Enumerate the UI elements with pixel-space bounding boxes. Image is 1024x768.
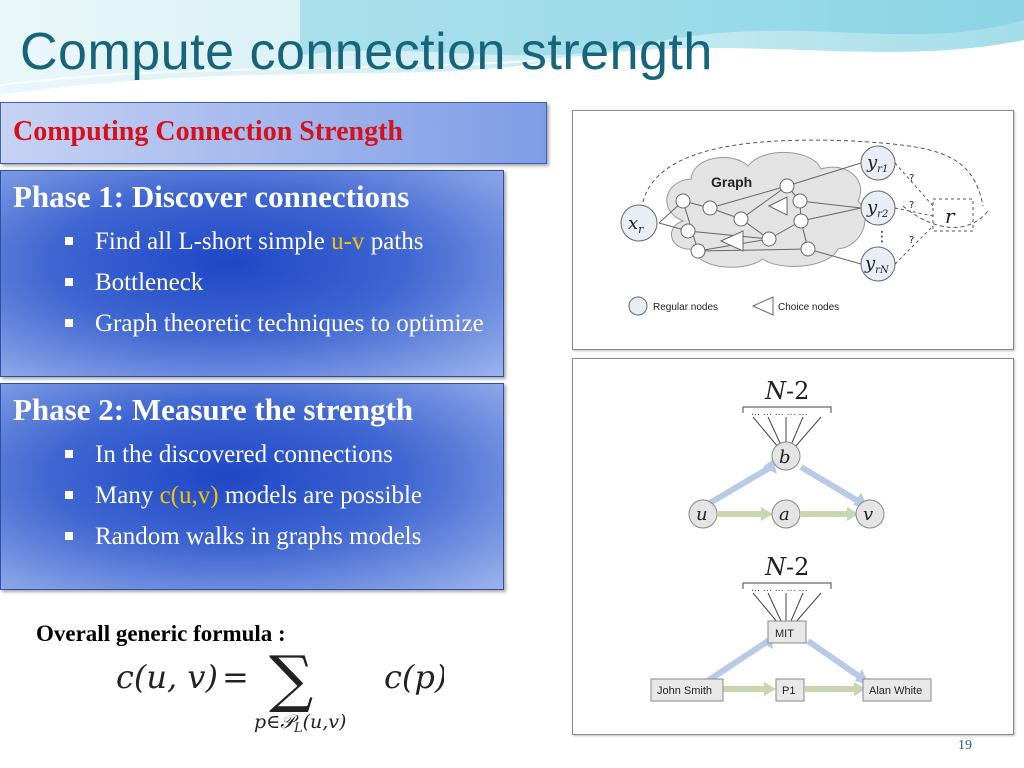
p1-node — [775, 678, 805, 702]
formula-image: c(u, v) = ∑ c(p) p∈𝒫L(u,v) — [104, 642, 447, 750]
list-item: In the discovered connections — [59, 438, 499, 472]
list-item: Random walks in graphs models — [59, 520, 499, 554]
formula-term: c(p) — [384, 658, 444, 696]
n-minus-2-label: N-2 — [764, 553, 809, 581]
graph-node — [702, 200, 718, 216]
bullet-highlight: c(u,v) — [159, 482, 219, 509]
choice-node-icon — [751, 296, 774, 316]
u-label: u — [696, 504, 708, 525]
p1-label: P1 — [782, 685, 795, 697]
legend-regular-label: Regular nodes — [653, 302, 718, 313]
header-wave-decoration — [0, 0, 1024, 96]
r-box — [932, 198, 974, 232]
bullet-text: Random walks in graphs models — [95, 523, 422, 550]
legend-choice-label: Choice nodes — [778, 302, 839, 313]
v-label: v — [863, 504, 873, 525]
phase2-bullets: In the discovered connections Many c(u,v… — [59, 438, 499, 561]
graph-node — [680, 223, 696, 239]
bullet-text: Find all L-short simple — [95, 228, 332, 255]
vertical-ellipsis: ⋮ — [875, 229, 889, 245]
bullet-square-icon — [65, 278, 73, 286]
bullet-text: Graph theoretic techniques to optimize — [95, 310, 484, 337]
phase1-bullets: Find all L-short simple u-v paths Bottle… — [59, 225, 499, 348]
john-smith-node — [650, 678, 724, 702]
xr-label: xr — [628, 213, 644, 236]
path-example-figure: N-2 … … … … … b u a v N-2 … … … … … — [572, 358, 1014, 735]
bullet-square-icon — [65, 237, 73, 245]
formula-equals: = — [222, 658, 249, 696]
phase1-panel: Phase 1: Discover connections Find all L… — [0, 170, 504, 377]
bullet-text-tail: paths — [364, 228, 424, 255]
xr-node — [620, 204, 658, 242]
bullet-text-tail: models are possible — [218, 482, 423, 509]
bullet-square-icon — [65, 450, 73, 458]
graph-node — [761, 231, 777, 247]
choice-node-icon — [767, 196, 788, 216]
ellipsis-dots: … … … … … — [751, 584, 807, 594]
a-label: a — [779, 504, 790, 525]
graph-node — [792, 193, 808, 209]
mit-node — [767, 620, 807, 644]
graph-node — [800, 241, 816, 257]
formula-label: Overall generic formula : — [36, 621, 286, 646]
question-mark: ? — [909, 200, 914, 211]
section-header-label: Computing Connection Strength — [13, 116, 403, 147]
b-label: b — [779, 447, 791, 468]
page-number: 19 — [958, 738, 972, 753]
u-node — [688, 499, 718, 529]
b-node — [771, 441, 801, 471]
section-header: Computing Connection Strength — [0, 102, 547, 164]
phase1-title: Phase 1: Discover connections — [13, 179, 410, 214]
list-item: Find all L-short simple u-v paths — [59, 225, 499, 259]
formula-expression: c(u, v) — [116, 658, 218, 696]
alan-white-label: Alan White — [869, 685, 922, 697]
phase2-title: Phase 2: Measure the strength — [13, 392, 414, 427]
n-minus-2-label: N-2 — [764, 377, 809, 405]
bullet-square-icon — [65, 319, 73, 327]
yr1-label: yr1 — [866, 152, 888, 175]
v-node — [855, 499, 885, 529]
john-smith-label: John Smith — [657, 685, 712, 697]
yr2-label: yr2 — [866, 197, 888, 220]
regular-node-icon — [628, 296, 648, 316]
question-mark: ? — [909, 235, 914, 246]
phase2-panel: Phase 2: Measure the strength In the dis… — [0, 383, 504, 590]
graph-node — [793, 213, 809, 229]
bullet-text: In the discovered connections — [95, 441, 393, 468]
graph-node — [690, 243, 706, 259]
bullet-text: Many — [95, 482, 160, 509]
bullet-square-icon — [65, 532, 73, 540]
graph-figure: Graph — [572, 110, 1014, 350]
bullet-square-icon — [65, 491, 73, 499]
question-mark: ? — [909, 173, 914, 184]
mit-label: MIT — [775, 628, 794, 640]
graph-label: Graph — [711, 174, 752, 190]
choice-node-icon — [719, 230, 744, 252]
graph-node — [675, 193, 691, 209]
list-item: Graph theoretic techniques to optimize — [59, 307, 499, 341]
yrN-label: yrN — [864, 253, 890, 276]
ellipsis-dots: … … … … … — [751, 408, 807, 418]
list-item: Many c(u,v) models are possible — [59, 479, 499, 513]
formula-subscript: p∈𝒫L(u,v) — [254, 711, 346, 736]
bullet-text: Bottleneck — [95, 269, 204, 296]
graph-node — [733, 211, 749, 227]
a-node — [771, 499, 801, 529]
slide-title: Compute connection strength — [20, 23, 713, 81]
bullet-highlight: u-v — [331, 228, 365, 255]
alan-white-node — [862, 678, 932, 702]
r-label: r — [945, 204, 956, 228]
graph-node — [779, 178, 795, 194]
list-item: Bottleneck — [59, 266, 499, 300]
sum-symbol: ∑ — [269, 648, 313, 715]
